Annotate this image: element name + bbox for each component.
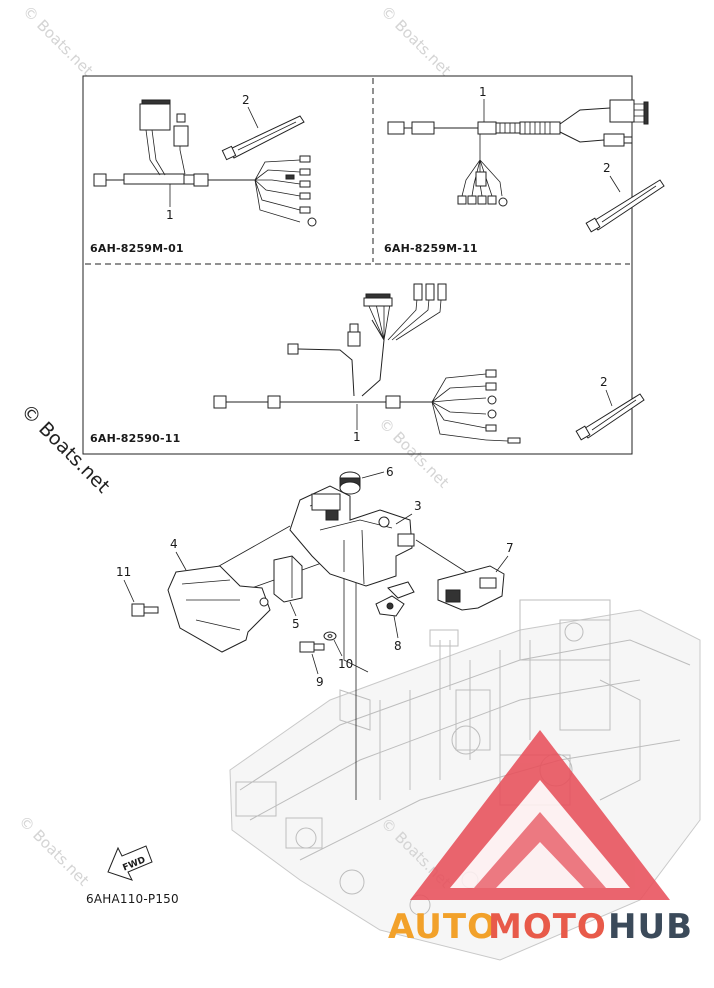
part-washer-10: [323, 631, 337, 641]
callout-5: 5: [292, 617, 300, 631]
part-grommet: [339, 471, 361, 495]
callout-8: 8: [394, 639, 402, 653]
part-bolt-11: [131, 603, 159, 617]
part-bracket: [289, 485, 415, 587]
logo-text-hub: HUB: [608, 907, 693, 947]
panel-a-part-code: 6AH-8259M-01: [90, 242, 184, 255]
panel-c-callout-2: 2: [600, 375, 608, 389]
part-plate: [273, 555, 303, 603]
cable-tie-c: [575, 393, 645, 441]
harness-panel-b: 1 2 6AH-8259M-11: [384, 85, 665, 255]
callout-9: 9: [316, 675, 324, 689]
panel-b-part-code: 6AH-8259M-11: [384, 242, 478, 255]
callout-10: 10: [338, 657, 353, 671]
logo-text-auto: AUTO: [388, 907, 497, 947]
callout-3: 3: [414, 499, 422, 513]
harness-panel-a: 1 2 6AH-8259M-01: [90, 93, 317, 255]
cable-tie-b: [585, 179, 665, 233]
harness-panel-c: 1 2 6AH-82590-11: [90, 283, 645, 445]
panel-c-part-code: 6AH-82590-11: [90, 432, 180, 445]
callout-11: 11: [116, 565, 131, 579]
panel-b-callout-2: 2: [603, 161, 611, 175]
wire-harness-c: [213, 283, 521, 444]
wire-harness-a: [93, 99, 317, 227]
part-connector-cover: [437, 565, 505, 611]
diagram-code: 6AHA110-P150: [86, 892, 179, 906]
part-cover: [167, 565, 271, 653]
logo-text-moto: MOTO: [488, 907, 607, 947]
panel-a-callout-2: 2: [242, 93, 250, 107]
wire-harness-b: [387, 99, 649, 207]
callout-6: 6: [386, 465, 394, 479]
exploded-assembly: 3 4 5 6 7 8 9 10 11: [116, 465, 514, 800]
part-clamp: [375, 581, 415, 617]
cable-tie-a: [221, 115, 305, 161]
logo-triangle: [410, 730, 670, 900]
panel-b-callout-1: 1: [479, 85, 487, 99]
part-bolt-9: [299, 641, 325, 653]
panel-c-callout-1: 1: [353, 430, 361, 444]
callout-7: 7: [506, 541, 514, 555]
callout-4: 4: [170, 537, 178, 551]
harness-panel-frame: [82, 75, 633, 455]
panel-a-callout-1: 1: [166, 208, 174, 222]
